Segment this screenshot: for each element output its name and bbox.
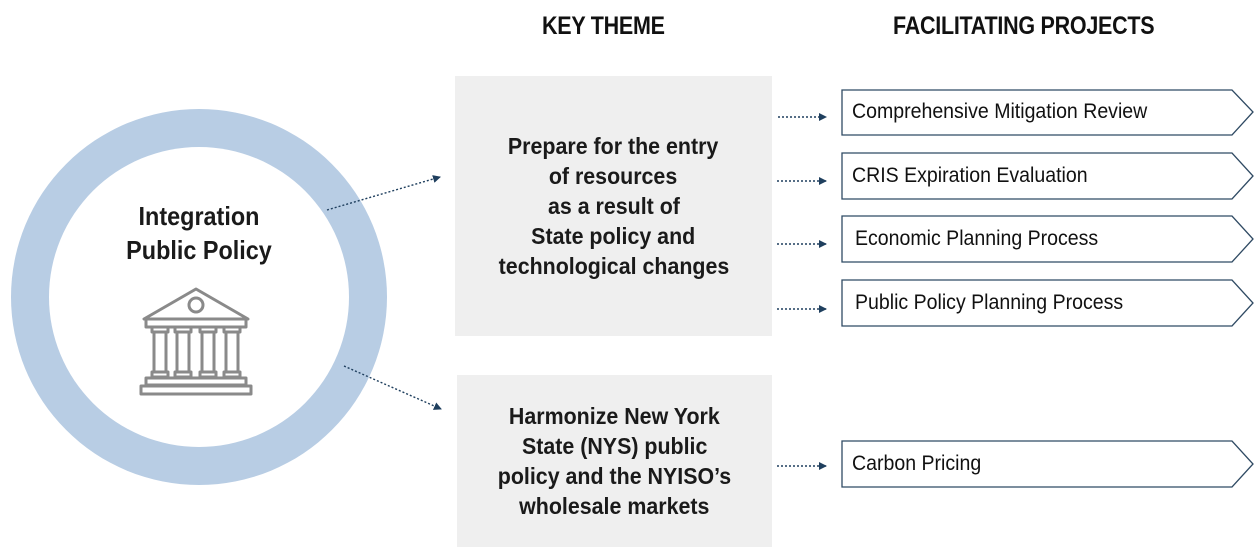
project-label: Carbon Pricing [852, 452, 982, 475]
arrow-circle-to-theme2 [343, 365, 442, 410]
key-theme-header: KEY THEME [542, 12, 665, 40]
theme-box-harmonize: Harmonize New York State (NYS) public po… [457, 375, 772, 547]
arrow-circle-to-theme1 [326, 175, 441, 211]
theme-box-prepare: Prepare for the entry of resources as a … [455, 76, 772, 336]
project-label: Economic Planning Process [855, 227, 1099, 250]
project-label: Public Policy Planning Process [855, 291, 1124, 314]
theme1-line: technological changes [498, 253, 729, 279]
project-label: Comprehensive Mitigation Review [852, 100, 1148, 123]
theme2-line: State (NYS) public [521, 433, 708, 459]
theme2-line: policy and the NYISO’s [497, 463, 732, 489]
theme1-line: State policy and [531, 223, 696, 249]
project-box-economic-planning [841, 215, 1254, 263]
theme2-line: wholesale markets [519, 493, 710, 519]
project-label: CRIS Expiration Evaluation [852, 164, 1088, 187]
theme1-line: Prepare for the entry [508, 133, 719, 159]
project-box-cris-expiration [841, 152, 1254, 200]
facilitating-projects-header: FACILITATING PROJECTS [893, 12, 1155, 40]
project-box-carbon-pricing [841, 440, 1254, 488]
central-title-line1: Integration [138, 201, 260, 231]
theme1-line: as a result of [547, 193, 680, 219]
central-title-line2: Public Policy [126, 235, 272, 265]
theme1-line: of resources [549, 163, 678, 189]
project-box-comprehensive-mitigation [841, 89, 1254, 136]
central-title: Integration Public Policy [49, 199, 349, 267]
theme2-line: Harmonize New York [509, 403, 720, 429]
government-building-icon [139, 287, 253, 396]
project-box-public-policy-planning [841, 279, 1254, 327]
